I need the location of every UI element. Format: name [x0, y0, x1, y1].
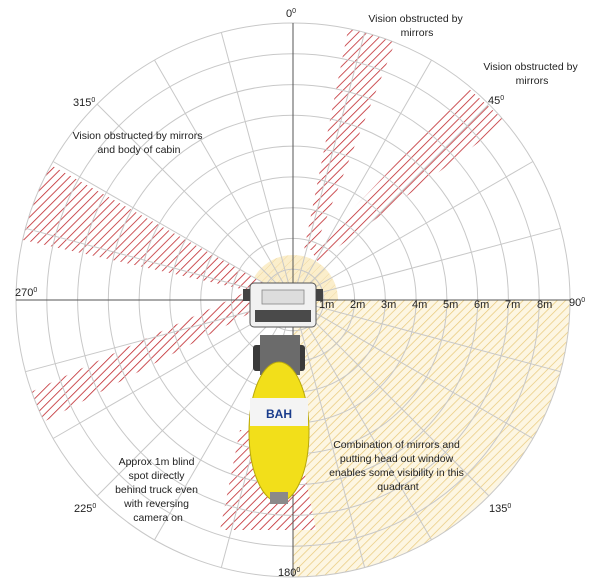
distance-labels: 1m 2m 3m 4m 5m 6m 7m 8m: [319, 299, 552, 311]
drum-band: [250, 398, 308, 426]
angle-label-270: 2700: [15, 287, 37, 299]
cab-windscreen: [255, 310, 311, 322]
distance-label: 4m: [412, 299, 427, 311]
distance-label: 8m: [537, 299, 552, 311]
grid-spoke: [96, 103, 294, 301]
angle-label-45: 450: [488, 95, 504, 107]
angle-labels: 00 450 900 1350 1800 2250 2700 3150: [15, 8, 585, 579]
angle-label-90: 900: [569, 297, 585, 309]
distance-label: 2m: [350, 299, 365, 311]
grid-spoke: [25, 299, 294, 373]
grid-spoke: [154, 59, 294, 301]
distance-label: 3m: [381, 299, 396, 311]
distance-label: 1m: [319, 299, 334, 311]
grid-spoke: [292, 103, 490, 301]
grid-spoke: [52, 161, 294, 301]
drum-lettering: BAH: [266, 407, 292, 421]
annotation-mirrors-right: Vision obstructed by mirrors: [483, 61, 580, 87]
grid-spoke: [292, 299, 561, 373]
drum-chute: [270, 492, 288, 504]
annotation-partial-quadrant: Combination of mirrors and putting head …: [329, 439, 467, 493]
grid-spoke: [25, 227, 294, 301]
obstructed-zone-cabin-lower: [18, 292, 252, 428]
grid-spoke: [292, 299, 490, 497]
grid-spoke: [292, 299, 432, 541]
angle-label-180: 1800: [278, 567, 300, 579]
angle-label-225: 2250: [74, 503, 96, 515]
annotation-blind-spot: Approx 1m blind spot directly behind tru…: [115, 456, 201, 524]
grid-spoke: [292, 299, 534, 439]
grid-spoke: [96, 299, 294, 497]
distance-label: 5m: [443, 299, 458, 311]
mirror-right: [316, 289, 323, 301]
angle-label-135: 1350: [489, 503, 511, 515]
mixer-drum: [248, 361, 310, 503]
obstructed-zone-mirrors-top: [304, 23, 396, 250]
distance-label: 6m: [474, 299, 489, 311]
angle-label-315: 3150: [73, 97, 95, 109]
cab-roof-vent: [261, 289, 305, 305]
vision-zones: [16, 23, 570, 577]
grid-spoke: [292, 227, 561, 301]
obstructed-zone-cabin: [16, 148, 262, 292]
grid-spoke: [292, 161, 534, 301]
distance-label: 7m: [505, 299, 520, 311]
obstructed-zone-mirrors-right: [312, 88, 506, 262]
grid-spoke: [220, 32, 294, 301]
grid-spoke: [292, 32, 366, 301]
angle-label-0: 00: [286, 8, 296, 20]
truck-illustration: BAH: [243, 282, 323, 504]
annotation-mirrors-top: Vision obstructed by mirrors: [368, 13, 465, 39]
polar-grid: [15, 22, 571, 578]
grid-spoke: [292, 299, 366, 568]
mirror-left: [243, 289, 250, 301]
annotation-cabin: Vision obstructed by mirrors and body of…: [73, 130, 206, 156]
annotations: Vision obstructed by mirrors Vision obst…: [73, 13, 580, 524]
grid-spoke: [292, 59, 432, 301]
